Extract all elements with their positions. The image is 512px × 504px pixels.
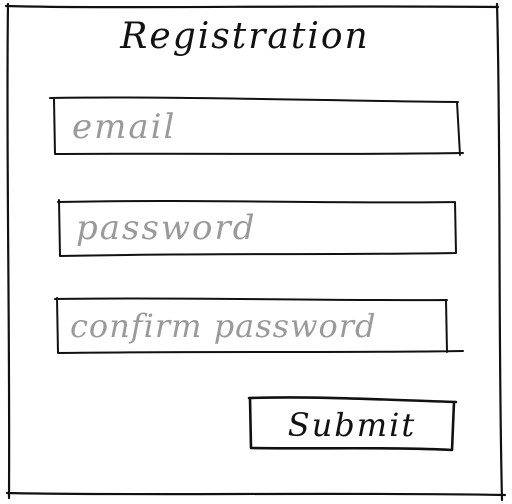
email-field[interactable] [58,102,456,152]
password-field[interactable] [62,204,454,252]
form-frame-outline [5,491,507,497]
confirm-password-field[interactable] [60,302,444,350]
form-frame-outline [6,2,11,500]
form-title: Registration [120,16,370,57]
form-frame-outline [4,4,500,9]
submit-button[interactable]: Submit [251,400,453,450]
form-frame-outline [495,2,504,502]
